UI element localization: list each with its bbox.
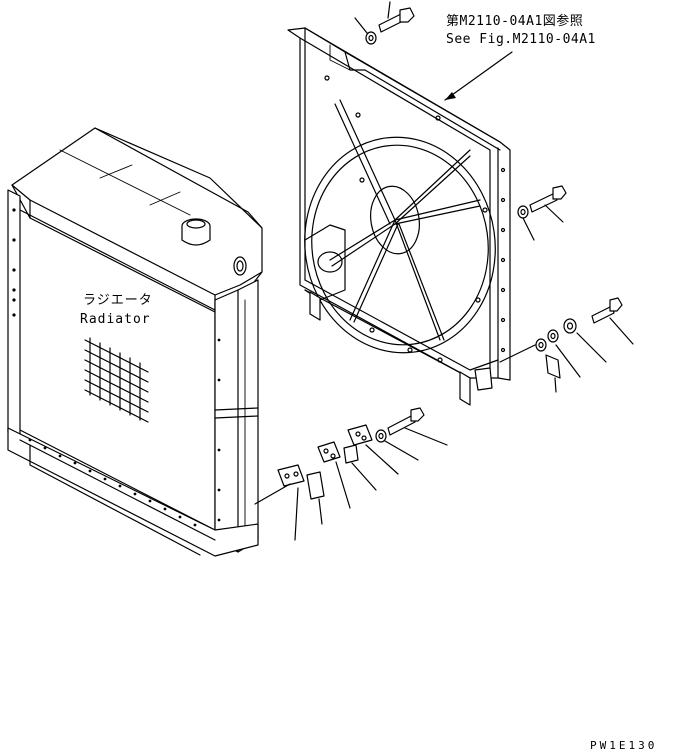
drawing-code: PW1E130 bbox=[590, 739, 658, 752]
washer-icon bbox=[375, 429, 419, 461]
bolt-icon bbox=[378, 1, 415, 33]
bracket-icon bbox=[277, 464, 305, 541]
fan-shroud-icon bbox=[287, 27, 511, 406]
washer-icon bbox=[563, 318, 607, 363]
washer-icon bbox=[354, 17, 377, 45]
bracket-icon bbox=[317, 441, 351, 509]
reference-label-jp: 第M2110-04A1図参照 bbox=[446, 14, 584, 29]
reference-label-en: See Fig.M2110-04A1 bbox=[446, 32, 596, 47]
radiator-icon bbox=[7, 127, 263, 557]
washer-icon bbox=[547, 329, 581, 378]
bolt-icon bbox=[387, 407, 448, 446]
washer-icon bbox=[517, 205, 535, 241]
radiator-label-en: Radiator bbox=[80, 312, 151, 327]
bolt-icon bbox=[529, 185, 567, 223]
radiator-label-jp: ラジエータ bbox=[83, 293, 153, 308]
bolt-icon bbox=[591, 297, 634, 345]
bracket-icon bbox=[306, 471, 325, 525]
washer-icon bbox=[535, 338, 561, 393]
bracket-icon bbox=[347, 424, 399, 475]
bracket-icon bbox=[343, 444, 377, 491]
